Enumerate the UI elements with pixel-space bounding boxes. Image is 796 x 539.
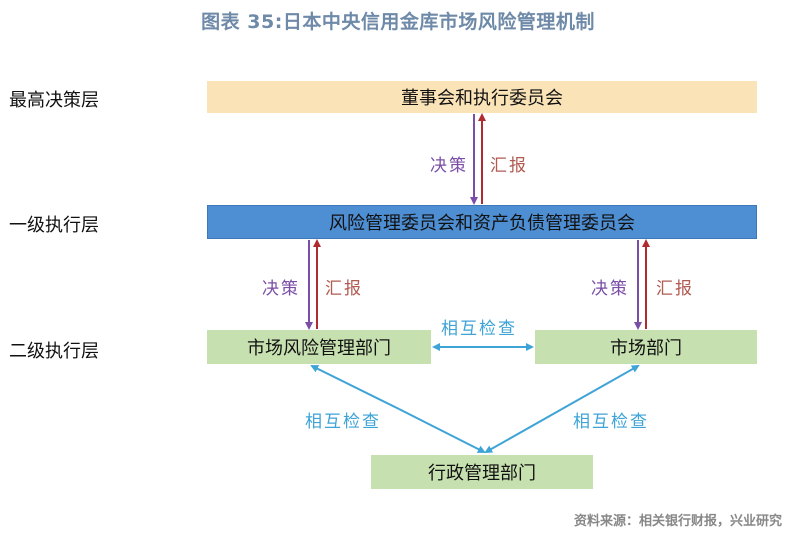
executive-committee-box: 风险管理委员会和资产负债管理委员会 bbox=[207, 205, 757, 239]
page-title: 图表 35:日本中央信用金库市场风险管理机制 bbox=[201, 11, 595, 33]
mutual-check-label-middle: 相互检查 bbox=[441, 319, 517, 339]
mutual-check-arrow-right-up bbox=[561, 365, 640, 410]
level-first-execution: 一级执行层 bbox=[9, 215, 99, 236]
mutual-check-arrow-left-down bbox=[398, 408, 486, 453]
admin-dept-box: 行政管理部门 bbox=[371, 455, 593, 489]
mutual-check-arrow-right-down bbox=[484, 408, 563, 453]
level-top-decision: 最高决策层 bbox=[9, 90, 99, 111]
decision-label-right: 决策 bbox=[591, 279, 629, 299]
mutual-check-label-right: 相互检查 bbox=[573, 412, 649, 432]
board-box: 董事会和执行委员会 bbox=[207, 81, 757, 113]
report-label-right: 汇报 bbox=[656, 279, 694, 299]
decision-label-top: 决策 bbox=[430, 156, 468, 176]
source-note: 资料来源：相关银行财报，兴业研究 bbox=[573, 514, 782, 529]
level-second-execution: 二级执行层 bbox=[9, 341, 99, 362]
mutual-check-label-left: 相互检查 bbox=[305, 412, 381, 432]
decision-label-left: 决策 bbox=[262, 279, 300, 299]
report-label-left: 汇报 bbox=[325, 279, 363, 299]
mutual-check-arrow-left-up bbox=[310, 365, 400, 410]
market-dept-box: 市场部门 bbox=[535, 330, 757, 364]
market-risk-dept-box: 市场风险管理部门 bbox=[207, 330, 431, 364]
report-label-top: 汇报 bbox=[490, 156, 528, 176]
